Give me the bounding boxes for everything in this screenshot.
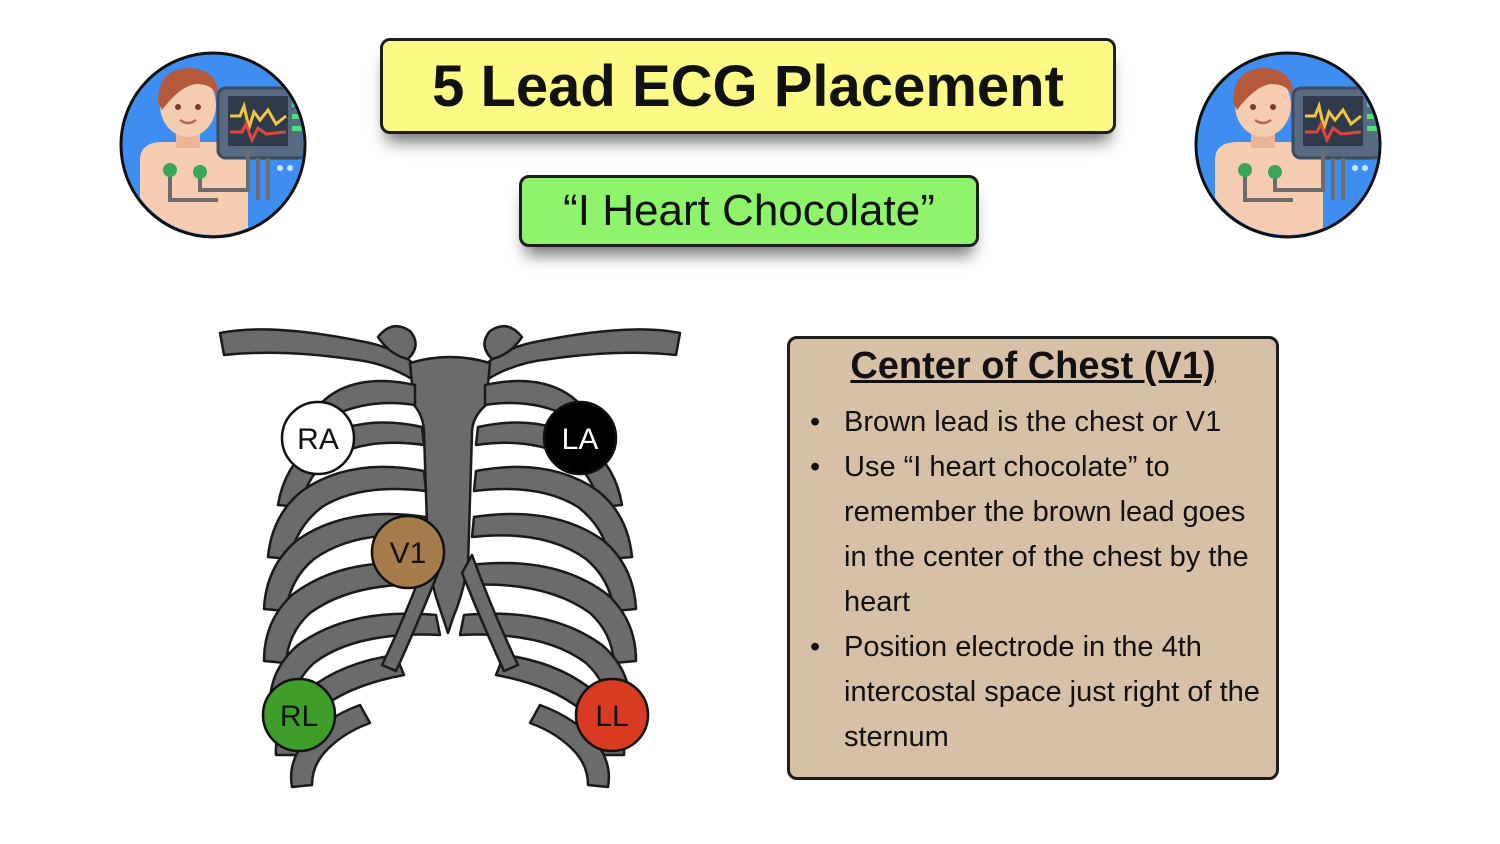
list-item: Position electrode in the 4th intercosta… — [806, 625, 1260, 760]
electrode-ll: LL — [574, 677, 650, 753]
svg-text:RA: RA — [297, 423, 339, 456]
electrode-la: LA — [542, 400, 618, 476]
svg-text:LL: LL — [595, 700, 628, 733]
info-heading: Center of Chest (V1) — [850, 345, 1216, 387]
ribcage-diagram: RA LA V1 RL LL — [218, 324, 682, 789]
svg-text:V1: V1 — [390, 537, 427, 570]
patient-monitor-icon — [119, 51, 307, 239]
electrode-rl: RL — [261, 677, 337, 753]
info-bullet-list: Brown lead is the chest or V1 Use “I hea… — [806, 400, 1260, 760]
svg-text:RL: RL — [280, 700, 318, 733]
list-item: Use “I heart chocolate” to remember the … — [806, 445, 1260, 625]
patient-monitor-icon — [1194, 51, 1382, 239]
page-title: 5 Lead ECG Placement — [380, 38, 1116, 134]
info-panel: Center of Chest (V1) Brown lead is the c… — [787, 336, 1279, 780]
mnemonic-subtitle: “I Heart Chocolate” — [519, 175, 979, 247]
electrode-ra: RA — [280, 400, 356, 476]
ribcage-bones — [218, 324, 682, 789]
svg-text:LA: LA — [562, 423, 599, 456]
list-item: Brown lead is the chest or V1 — [806, 400, 1260, 445]
electrode-v1: V1 — [370, 514, 446, 590]
